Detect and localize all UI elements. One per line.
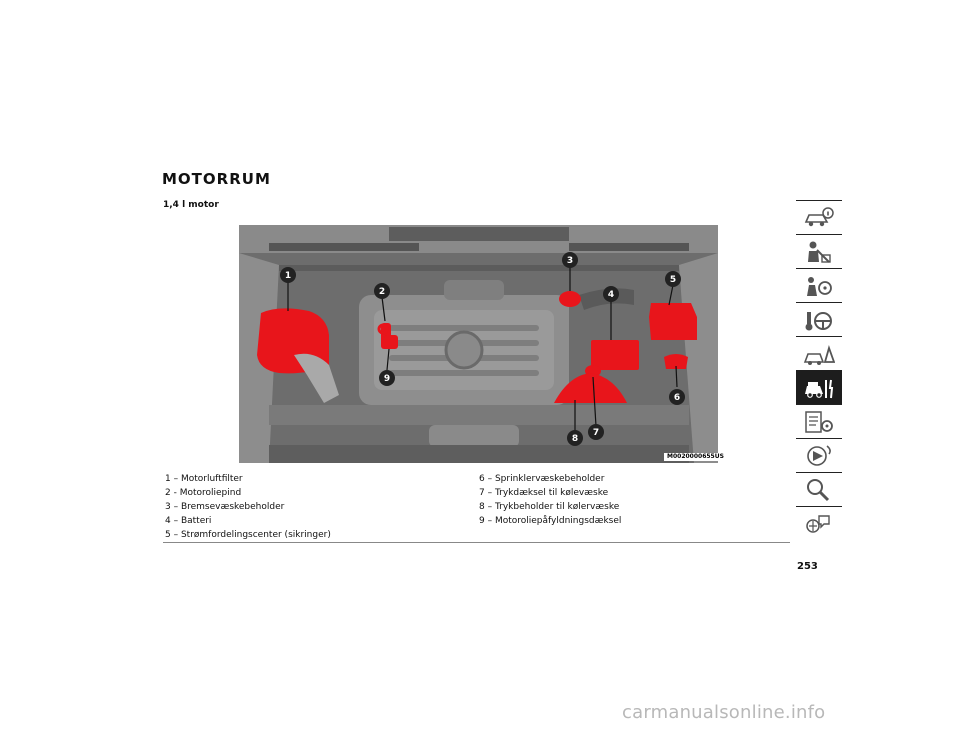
emergency-triangle-icon — [803, 345, 835, 365]
page-number: 253 — [797, 561, 818, 572]
tab-index[interactable] — [796, 472, 842, 507]
language-icon — [806, 515, 830, 533]
battery-highlight — [591, 340, 639, 370]
page-title: MOTORRUM — [162, 170, 271, 188]
legend-right-column: 6 – Sprinklervæskebeholder 7 – Trykdækse… — [479, 472, 621, 528]
section-title: 1,4 l motor — [163, 200, 219, 210]
callout-1: 1 — [285, 271, 291, 281]
brake-fluid-highlight — [559, 291, 581, 307]
tab-language[interactable] — [796, 506, 842, 541]
engine-bay-illustration: 1 2 3 4 5 6 7 8 9 — [239, 225, 718, 463]
driving-icon — [807, 277, 832, 296]
legend-left-column: 1 – Motorluftfilter 2 - Motoroliepind 3 … — [165, 472, 331, 542]
legend-item: 1 – Motorluftfilter — [165, 474, 243, 484]
callout-2: 2 — [379, 287, 385, 297]
callout-9: 9 — [384, 374, 390, 384]
coolant-reservoir-highlight — [554, 373, 627, 403]
car-maintenance-icon — [805, 379, 834, 399]
watermark: carmanualsonline.info — [622, 702, 826, 723]
legend-item: 5 – Strømfordelingscenter (sikringer) — [165, 530, 331, 540]
tab-maintenance[interactable] — [796, 370, 842, 405]
multimedia-icon — [807, 445, 831, 466]
washer-fluid-highlight — [664, 354, 688, 369]
tab-technical[interactable] — [796, 404, 842, 439]
callout-4: 4 — [608, 290, 614, 300]
safety-belt-icon — [808, 241, 831, 263]
oil-filler-highlight — [384, 335, 398, 349]
legend-item: 2 - Motoroliepind — [165, 488, 242, 498]
callout-8: 8 — [572, 434, 578, 444]
tab-safety[interactable] — [796, 234, 842, 269]
legend-item: 4 – Batteri — [165, 516, 212, 526]
legend-item: 3 – Bremsevæskebeholder — [165, 502, 285, 512]
tab-multimedia[interactable] — [796, 438, 842, 473]
steering-wheel-icon — [805, 312, 832, 331]
tab-steering[interactable] — [796, 302, 842, 337]
legend-item: 9 – Motoroliepåfyldningsdæksel — [479, 516, 622, 526]
legend-item: 6 – Sprinklervæskebeholder — [479, 474, 605, 484]
tab-car-info[interactable] — [796, 200, 842, 235]
callout-3: 3 — [567, 256, 573, 266]
tab-driving[interactable] — [796, 268, 842, 303]
tab-emergency[interactable] — [796, 336, 842, 371]
technical-specs-icon — [805, 411, 833, 433]
image-code: M0020000655US — [664, 453, 727, 461]
legend-divider — [163, 542, 790, 543]
legend-item: 7 – Trykdæksel til kølevæske — [479, 488, 609, 498]
fuse-box-highlight — [649, 303, 697, 340]
magnifier-icon — [807, 479, 830, 502]
legend-item: 8 – Trykbeholder til kølervæske — [479, 502, 620, 512]
car-info-icon — [804, 207, 834, 227]
callout-7: 7 — [593, 428, 599, 438]
callout-5: 5 — [670, 275, 676, 285]
callout-6: 6 — [674, 393, 680, 403]
